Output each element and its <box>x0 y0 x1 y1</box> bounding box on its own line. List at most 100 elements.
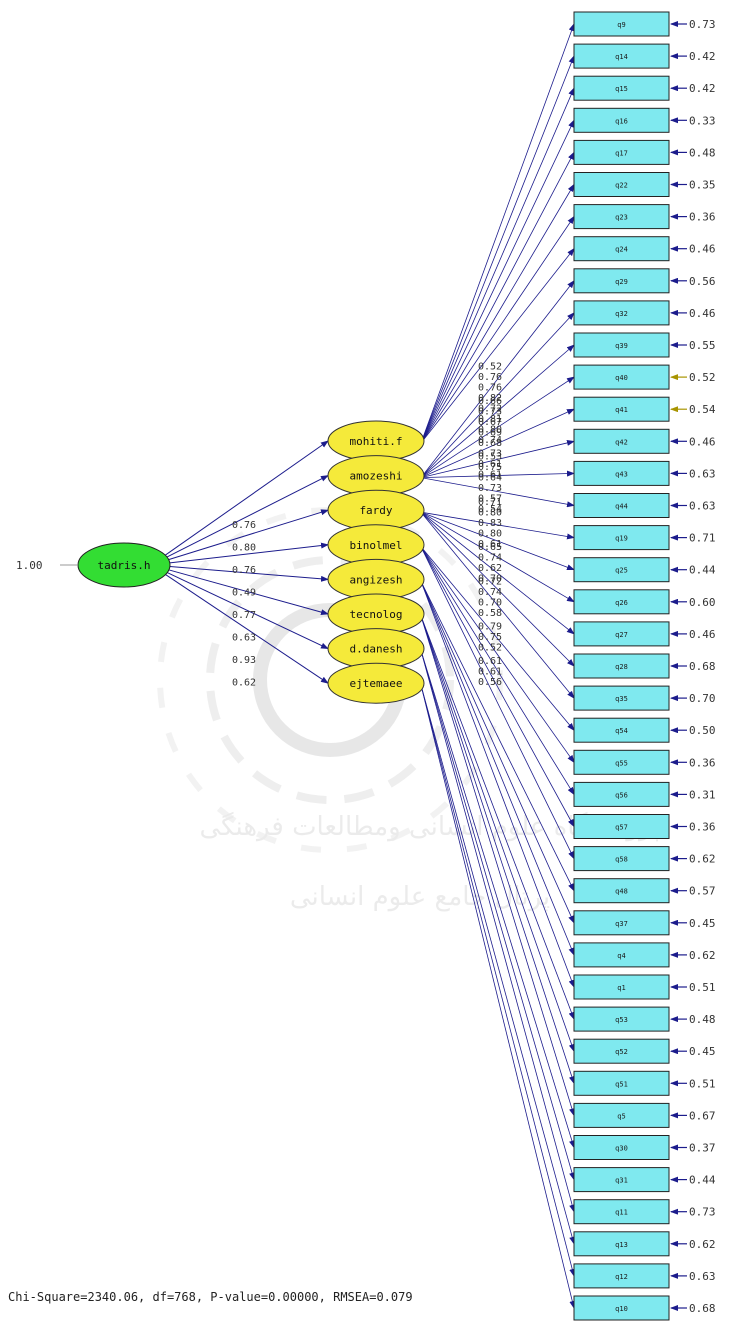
path-coefficient-mohiti-f: 0.76 <box>232 520 256 531</box>
indicator-label-q9: q9 <box>617 21 625 29</box>
indicator-label-q24: q24 <box>615 246 628 254</box>
path-coefficient-d-danesh: 0.93 <box>232 655 256 666</box>
loading-value-q19: 0.53 <box>478 452 502 463</box>
indicator-box-q25 <box>573 557 670 583</box>
indicator-label-q11: q11 <box>615 1209 628 1217</box>
loading-value-q25: 0.75 <box>478 462 502 473</box>
loading-arrow-q9 <box>420 23 575 444</box>
error-variance-q9: 0.73 <box>689 18 716 31</box>
error-variance-q43: 0.63 <box>689 467 716 480</box>
loading-value-q32: 0.73 <box>478 407 502 418</box>
loading-value-q10: 0.56 <box>478 677 502 688</box>
latent-label-tecnolog: tecnolog <box>350 608 403 621</box>
error-variance-q39: 0.55 <box>689 339 716 352</box>
error-variance-q37: 0.45 <box>689 917 716 930</box>
indicator-box-q10 <box>573 1295 670 1321</box>
path-arrow-ejtemaee <box>165 574 329 684</box>
indicator-label-q42: q42 <box>615 438 628 446</box>
indicator-box-q35 <box>573 685 670 711</box>
error-variance-q28: 0.68 <box>689 660 716 673</box>
loading-arrow-q44 <box>420 477 575 508</box>
indicator-box-q51 <box>573 1070 670 1096</box>
path-arrow-d-danesh <box>165 571 329 650</box>
indicator-box-q15 <box>573 75 670 101</box>
loading-value-q44: 0.61 <box>478 470 502 481</box>
loading-value-q4: 0.62 <box>478 563 502 574</box>
indicator-label-q56: q56 <box>615 791 628 799</box>
loading-arrow-q19 <box>420 511 575 540</box>
indicator-label-q13: q13 <box>615 1241 628 1249</box>
indicator-label-q43: q43 <box>615 470 628 478</box>
indicator-label-q22: q22 <box>615 182 628 190</box>
error-variance-q57: 0.36 <box>689 821 716 834</box>
coefficient-labels: 1.000.760.520.730.760.420.760.420.820.33… <box>16 18 716 1315</box>
loading-value-q31: 0.75 <box>478 632 502 643</box>
error-variance-q23: 0.36 <box>689 211 716 224</box>
error-variance-q52: 0.45 <box>689 1045 716 1058</box>
latent-label-angizesh: angizesh <box>350 573 403 586</box>
loading-value-q28: 0.57 <box>478 494 502 505</box>
loading-value-q39: 0.67 <box>478 417 502 428</box>
loading-value-q9: 0.52 <box>478 362 502 373</box>
loading-arrow-q35 <box>420 511 575 699</box>
error-variance-q32: 0.46 <box>689 307 716 320</box>
indicator-box-q57 <box>573 814 670 839</box>
indicator-box-q16 <box>573 107 670 133</box>
error-variance-q41: 0.54 <box>689 403 716 416</box>
indicator-label-q19: q19 <box>615 535 628 543</box>
indicator-label-q10: q10 <box>615 1305 628 1313</box>
indicator-box-q23 <box>573 204 670 230</box>
indicator-label-q44: q44 <box>615 503 628 511</box>
error-variance-q55: 0.36 <box>689 756 716 769</box>
error-variance-q25: 0.44 <box>689 564 716 577</box>
indicator-label-q1: q1 <box>617 984 625 992</box>
loading-arrow-q17 <box>420 151 575 444</box>
indicator-box-q42 <box>573 428 670 454</box>
error-variance-q53: 0.48 <box>689 1013 716 1026</box>
indicator-label-q58: q58 <box>615 856 628 864</box>
loading-value-q37: 0.74 <box>478 552 502 563</box>
latent-label-binolmel: binolmel <box>350 539 403 552</box>
loading-arrow-q56 <box>420 546 575 796</box>
error-variance-q30: 0.37 <box>689 1142 716 1155</box>
loading-arrow-q13 <box>420 685 576 1245</box>
loading-value-q13: 0.61 <box>478 656 502 667</box>
loading-arrow-q52 <box>420 615 575 1053</box>
indicator-label-q25: q25 <box>615 567 628 575</box>
path-arrow-amozeshi <box>165 475 329 559</box>
loading-arrow-q32 <box>420 312 575 478</box>
indicator-box-q30 <box>573 1135 670 1160</box>
indicator-label-q32: q32 <box>615 310 628 318</box>
loading-arrow-q11 <box>420 650 576 1213</box>
loading-value-q35: 0.54 <box>478 504 502 515</box>
loading-value-q12: 0.61 <box>478 667 502 678</box>
indicator-box-q4 <box>573 942 670 968</box>
loading-arrow-q15 <box>420 87 575 444</box>
indicator-label-q31: q31 <box>615 1177 628 1185</box>
path-coefficient-ejtemaee: 0.62 <box>232 678 256 689</box>
error-variance-q17: 0.48 <box>689 146 716 159</box>
indicator-box-q13 <box>573 1231 670 1257</box>
error-variance-q40: 0.52 <box>689 371 716 384</box>
error-variance-q10: 0.68 <box>689 1302 716 1315</box>
error-variance-q24: 0.46 <box>689 243 716 256</box>
indicator-box-q27 <box>573 621 670 647</box>
error-variance-q54: 0.50 <box>689 724 716 737</box>
loading-arrow-q43 <box>420 470 575 478</box>
loading-arrow-q37 <box>420 581 575 924</box>
loading-value-q11: 0.52 <box>478 643 502 654</box>
latent-label-d-danesh: d.danesh <box>350 643 403 656</box>
latent-label-amozeshi: amozeshi <box>350 470 403 483</box>
indicator-box-q48 <box>573 878 670 904</box>
path-coefficient-binolmel: 0.49 <box>232 588 256 599</box>
loading-value-q16: 0.82 <box>478 393 502 404</box>
loading-arrow-q22 <box>420 183 575 444</box>
loading-arrow-q24 <box>420 247 575 444</box>
loading-value-q41: 0.68 <box>478 438 502 449</box>
loading-arrow-q30 <box>420 650 575 1149</box>
indicator-label-q39: q39 <box>615 342 628 350</box>
loading-value-q43: 0.61 <box>478 459 502 470</box>
loading-value-q27: 0.73 <box>478 483 502 494</box>
loading-arrow-q41 <box>420 408 575 478</box>
